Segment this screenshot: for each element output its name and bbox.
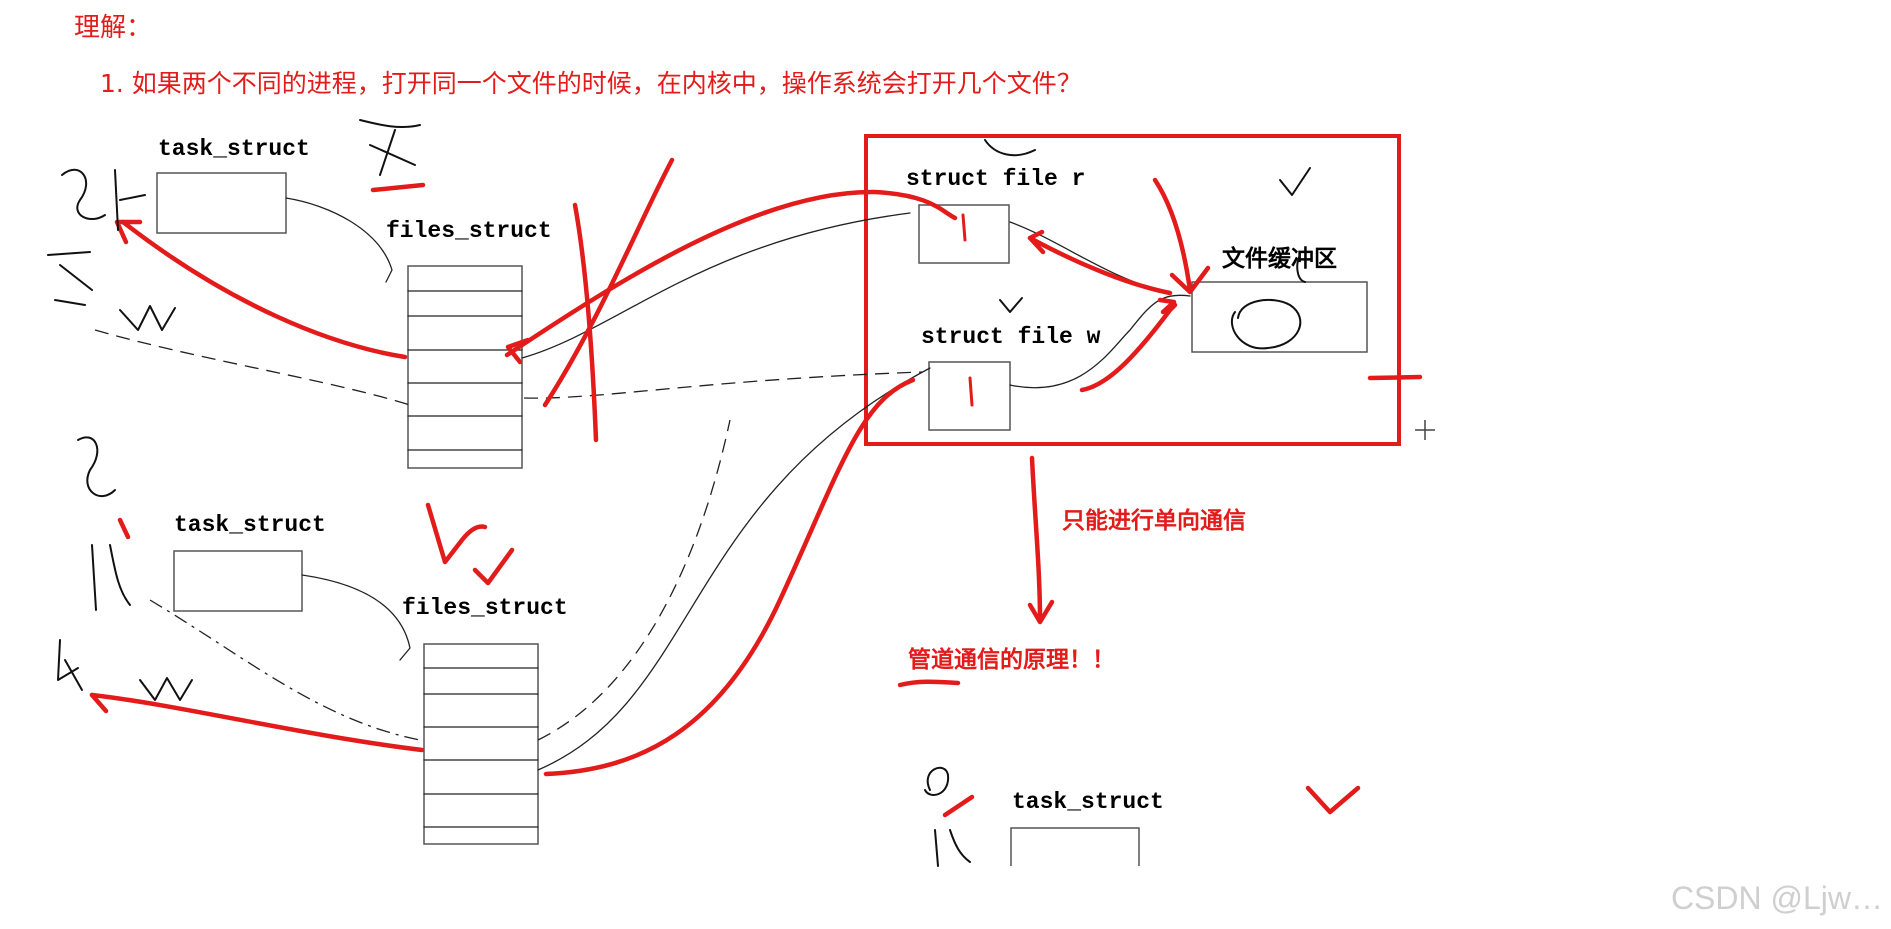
scrawl-hook	[1296, 254, 1306, 283]
scrawl-zhang-2	[91, 544, 131, 611]
files-struct-label-2: files_struct	[402, 595, 568, 621]
parent-dashed-link	[94, 329, 411, 406]
fd4-to-file-w-link	[523, 371, 923, 399]
fd3-to-file-r-link	[521, 212, 911, 359]
red-check-child-1	[425, 502, 488, 565]
scrawl-check-top	[1279, 167, 1311, 196]
red-dash-right	[1367, 374, 1423, 381]
child-fd-to-file-w-red-arrow	[543, 377, 916, 777]
file-r-arrowhead	[1027, 229, 1046, 255]
scrawl-zhang-1	[61, 168, 146, 231]
red-check-bottom	[1305, 785, 1361, 815]
child-fd-to-file-w-link	[537, 367, 931, 771]
scrawl-4	[57, 639, 83, 691]
child-fd-dashed-link	[537, 419, 731, 741]
file-w-arrowhead	[1157, 297, 1177, 315]
struct-file-r-label: struct file r	[906, 166, 1085, 192]
child-w-arrow	[89, 692, 425, 753]
buffer-scribble	[1230, 298, 1302, 350]
red-dash-top	[370, 182, 426, 193]
scrawl-w-2	[139, 677, 193, 701]
question-text: 1. 如果两个不同的进程，打开同一个文件的时候，在内核中，操作系统会打开几个文件…	[100, 69, 1082, 98]
red-cross-stroke-2	[572, 202, 599, 443]
task-struct-box-2	[173, 550, 303, 612]
red-tick-bottom	[942, 794, 975, 818]
csdn-watermark: CSDN @Ljw…	[1670, 880, 1883, 916]
task-struct-label-1: task_struct	[158, 136, 310, 162]
down-arrow-shaft	[1029, 455, 1043, 623]
file-r-to-buffer-link	[1009, 221, 1171, 294]
kernel-file-frame	[864, 134, 1401, 446]
task-to-files-link-2	[301, 574, 411, 661]
scrawl-zhang-bottom	[934, 829, 971, 867]
scrawl-arc	[984, 139, 1036, 157]
fd-array-1	[407, 265, 523, 469]
fd-array-2	[423, 643, 539, 845]
scrawl-wen	[359, 119, 421, 176]
file-buffer-label: 文件缓冲区	[1222, 245, 1337, 272]
child-w-arrowhead	[89, 692, 109, 714]
struct-file-w-label: struct file w	[921, 324, 1101, 350]
pipe-principle-note: 管道通信的原理！！	[908, 646, 1115, 673]
files-struct-label-1: files_struct	[386, 218, 552, 244]
fd-red-tick	[505, 337, 531, 365]
task-struct-label-2: task_struct	[174, 512, 326, 538]
one-way-note: 只能进行单向通信	[1062, 507, 1246, 534]
red-check-child-2	[472, 547, 515, 586]
scrawl-check-mid	[999, 297, 1023, 313]
file-r-buffer-red-arrow	[1027, 235, 1173, 296]
buffer-red-arrowhead	[1169, 265, 1211, 295]
crosshair-cursor-icon	[1415, 420, 1435, 440]
fd-mark-r	[961, 213, 967, 242]
buffer-red-check	[1152, 177, 1193, 293]
task-struct-box-3	[1010, 827, 1140, 866]
scrawl-zi-bottom	[924, 766, 950, 796]
task-to-files-link-1	[285, 197, 393, 283]
scrawl-zi	[77, 436, 116, 497]
fd-array-frame-1	[407, 265, 523, 469]
heading-text: 理解：	[74, 13, 152, 43]
child-dashdot-link	[149, 599, 421, 741]
task-struct-box-1	[156, 172, 287, 234]
file-buffer-box	[1191, 281, 1368, 353]
scrawl-san-1	[47, 251, 93, 306]
task-struct-label-3: task_struct	[1012, 789, 1164, 815]
fd-array-frame-2	[423, 643, 539, 845]
parent-r-arrow	[120, 219, 408, 360]
file-w-to-buffer-red-arrow	[1079, 302, 1178, 393]
scrawl-w-1	[119, 305, 176, 331]
down-arrow-head	[1027, 599, 1055, 625]
fd-mark-w	[968, 376, 974, 407]
pipe-underline	[897, 679, 961, 688]
red-tick-child	[117, 517, 131, 540]
red-cross-stroke-1	[542, 157, 675, 408]
struct-file-w-box	[928, 361, 1011, 431]
